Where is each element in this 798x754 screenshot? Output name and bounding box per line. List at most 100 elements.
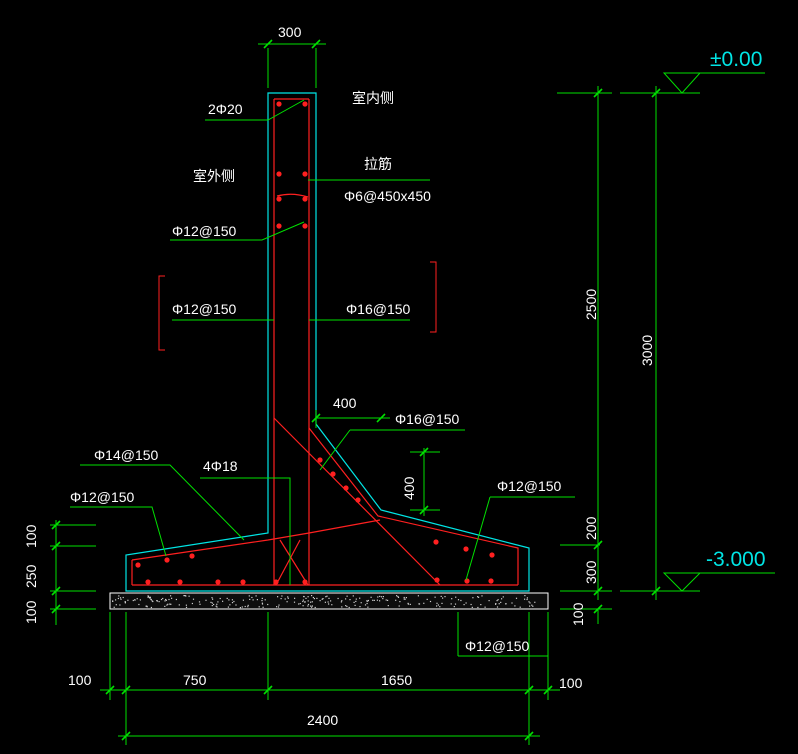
dim-toe-100: 100 <box>23 524 39 548</box>
hatch-speck <box>399 601 401 603</box>
hatch-speck <box>212 598 214 600</box>
hatch-speck <box>346 605 348 608</box>
hatch-speck <box>429 600 432 603</box>
hatch-speck <box>328 603 330 605</box>
hatch-speck <box>405 597 407 599</box>
hatch-speck <box>497 599 499 601</box>
hatch-speck <box>407 602 409 604</box>
rebar-dot <box>302 196 308 202</box>
hatch-speck <box>229 604 231 606</box>
hatch-speck <box>377 596 379 598</box>
hatch-speck <box>519 606 521 608</box>
rebar-lines <box>131 98 519 586</box>
rebar-dot <box>489 552 495 558</box>
hatch-speck <box>242 599 244 601</box>
rebar-dot <box>302 171 308 177</box>
hatch-speck <box>373 599 375 601</box>
hatch-speck <box>184 595 186 597</box>
hatch-speck <box>341 606 343 608</box>
rebar-dot <box>302 579 308 585</box>
hatch-speck <box>112 600 114 602</box>
hatch-speck <box>158 601 160 603</box>
hatch-speck <box>321 598 323 600</box>
hatch-speck <box>316 597 318 599</box>
hatch-speck <box>348 606 350 609</box>
hatch-speck <box>524 595 526 597</box>
hatch-speck <box>239 607 241 609</box>
label-heel-top: Φ12@150 <box>497 478 562 494</box>
hatch-speck <box>436 602 438 604</box>
hatch-speck <box>304 601 306 603</box>
hatch-speck <box>228 599 230 601</box>
hatch-speck <box>496 600 498 602</box>
hatch-speck <box>281 595 283 597</box>
hatch-speck <box>352 595 354 597</box>
hatch-speck <box>345 598 347 600</box>
rebar-dot <box>433 539 439 545</box>
hatch-speck <box>139 599 141 601</box>
slab-top-rebar <box>131 519 381 561</box>
hatch-speck <box>398 605 400 607</box>
hatch-speck <box>119 597 122 599</box>
hatch-speck <box>337 597 339 600</box>
hatch-speck <box>477 606 479 609</box>
hatch-speck <box>367 599 369 602</box>
hatch-speck <box>165 598 167 601</box>
hatch-speck <box>233 600 235 603</box>
dim-left-100: 100 <box>68 672 92 688</box>
hatch-speck <box>437 604 439 606</box>
hatch-speck <box>463 604 465 606</box>
hatch-speck <box>442 597 444 599</box>
hatch-speck <box>149 596 151 598</box>
rebar-dot <box>145 579 151 585</box>
hatch-speck <box>505 603 507 605</box>
rebar-dot <box>240 579 246 585</box>
hatch-speck <box>477 596 479 598</box>
rebar-dot <box>464 578 470 584</box>
tie-bar <box>276 193 309 198</box>
hatch-speck <box>136 598 138 600</box>
hatch-speck <box>310 601 312 603</box>
hatch-speck <box>215 605 217 607</box>
hatch-speck <box>403 596 405 599</box>
dim-total-width: 2400 <box>307 712 338 728</box>
hatch-speck <box>407 603 409 605</box>
hatch-speck <box>324 601 326 603</box>
hatch-speck <box>379 595 381 597</box>
hatch-speck <box>115 604 117 606</box>
hatch-speck <box>484 606 486 608</box>
hatch-speck <box>382 596 384 598</box>
hatch-speck <box>277 606 280 608</box>
hatch-speck <box>307 596 309 598</box>
hatch-speck <box>170 603 172 605</box>
hatch-speck <box>460 599 462 602</box>
hatch-speck <box>118 595 120 597</box>
hatch-speck <box>205 599 207 601</box>
hatch-speck <box>529 605 531 607</box>
hatch-speck <box>528 601 530 603</box>
hatch-speck <box>480 604 482 606</box>
hatch-speck <box>418 603 420 605</box>
rebar-dot <box>276 223 282 229</box>
hatch-speck <box>314 606 316 609</box>
hatch-speck <box>294 597 296 599</box>
hatch-speck <box>213 603 215 606</box>
hatch-speck <box>307 603 310 606</box>
hatch-speck <box>134 599 136 601</box>
hatch-speck <box>502 596 504 598</box>
hatch-speck <box>311 606 313 608</box>
hatch-speck <box>325 596 327 598</box>
hatch-speck <box>534 601 536 603</box>
hatch-speck <box>396 595 398 597</box>
hatch-speck <box>293 601 296 603</box>
rebar-dot <box>355 497 361 503</box>
hatch-speck <box>372 599 374 601</box>
hatch-speck <box>376 599 378 601</box>
hatch-speck <box>278 604 280 606</box>
dim-slab-250: 250 <box>23 564 39 588</box>
hatch-speck <box>471 606 473 608</box>
hatch-speck <box>219 597 221 600</box>
hatch-speck <box>191 602 193 605</box>
hatch-speck <box>124 601 126 603</box>
